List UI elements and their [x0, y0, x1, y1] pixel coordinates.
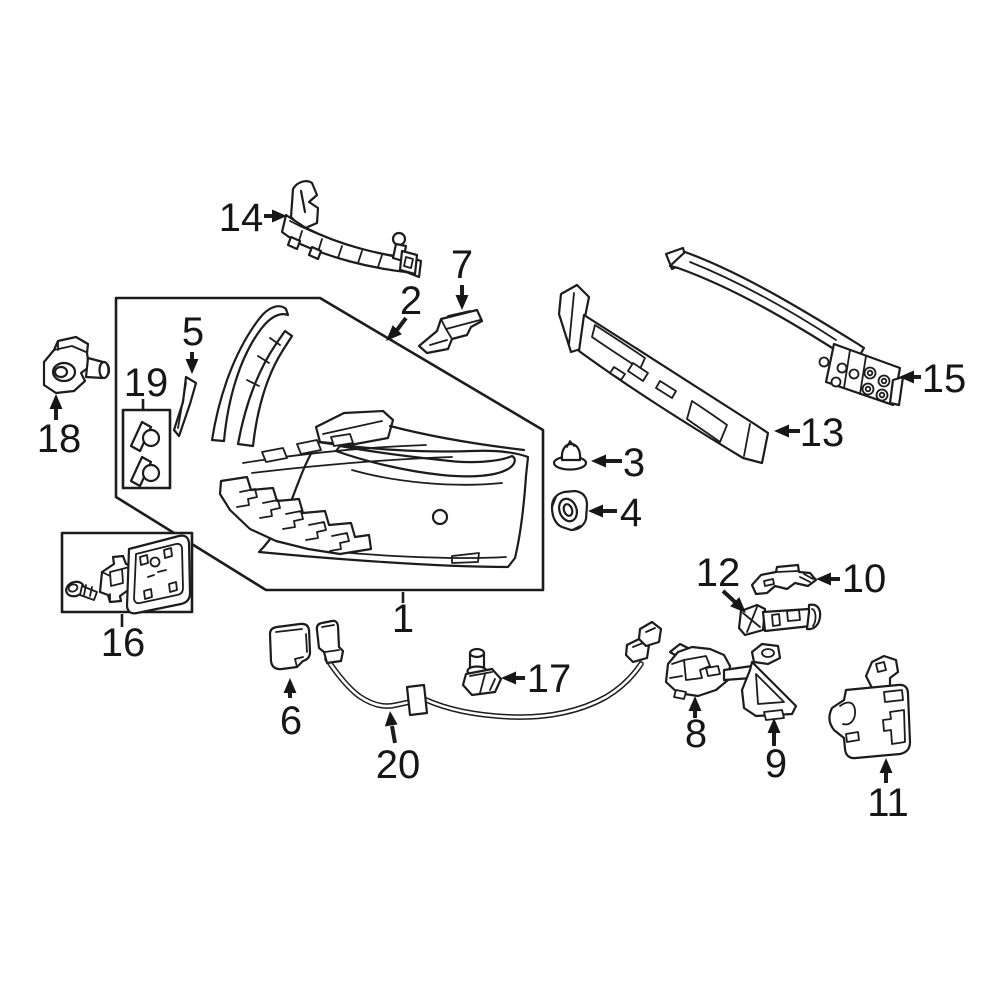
callout-1: 1 [392, 592, 414, 641]
callout-3: 3 [591, 441, 645, 485]
callout-5: 5 [182, 310, 204, 374]
svg-text:1: 1 [392, 597, 414, 641]
part-drawing-side-bracket [417, 308, 484, 355]
part-drawing-retainer-clip [552, 440, 588, 471]
part-drawing-front-bumper-cover [210, 305, 530, 569]
svg-text:10: 10 [842, 557, 887, 601]
svg-text:11: 11 [867, 781, 909, 825]
svg-text:9: 9 [765, 742, 787, 786]
svg-text:19: 19 [124, 361, 169, 405]
callout-14: 14 [219, 196, 287, 240]
svg-text:2: 2 [400, 279, 422, 323]
part-drawing-grommet [550, 489, 589, 532]
part-drawing-clip-set [121, 408, 172, 490]
part-drawing-license-plate-bracket-kit [60, 531, 194, 615]
part-drawing-energy-absorber [557, 283, 770, 465]
diagram-artwork [42, 180, 912, 760]
svg-text:18: 18 [37, 417, 82, 461]
part-drawing-side-seal [172, 375, 198, 438]
part-drawing-parking-sensor [461, 647, 503, 697]
callout-4: 4 [588, 491, 642, 535]
callout-18: 18 [37, 394, 82, 461]
svg-text:7: 7 [451, 243, 473, 287]
callout-17: 17 [501, 657, 571, 701]
svg-text:20: 20 [376, 743, 421, 787]
svg-text:16: 16 [101, 621, 146, 665]
callout-15: 15 [899, 357, 966, 401]
svg-text:8: 8 [685, 712, 707, 756]
callout-19: 19 [124, 361, 169, 409]
part-drawing-lower-side-bracket [737, 603, 822, 637]
callout-11: 11 [867, 758, 909, 825]
part-drawing-air-deflector [280, 180, 423, 279]
svg-text:12: 12 [696, 551, 741, 595]
part-drawing-fog-lamp-bracket [722, 642, 798, 721]
callout-layer: 1 2 3 4 5 6 7 [37, 196, 967, 825]
part-drawing-fog-lamp-housing [828, 654, 912, 760]
svg-text:6: 6 [280, 699, 302, 743]
callout-6: 6 [280, 678, 302, 743]
part-drawing-sensor-retainer [42, 335, 111, 395]
svg-text:3: 3 [623, 441, 645, 485]
svg-text:4: 4 [620, 491, 642, 535]
callout-9: 9 [765, 718, 787, 786]
callout-7: 7 [451, 243, 473, 310]
part-drawing-tow-hook-cover [268, 622, 312, 671]
callout-20: 20 [376, 711, 421, 787]
svg-text:13: 13 [800, 411, 845, 455]
callout-8: 8 [685, 696, 707, 756]
part-drawing-fog-lamp-unit [664, 642, 732, 700]
callout-16: 16 [101, 614, 146, 665]
callout-12: 12 [696, 551, 746, 613]
svg-text:15: 15 [922, 357, 967, 401]
callout-13: 13 [774, 411, 844, 455]
svg-text:5: 5 [182, 310, 204, 354]
svg-text:17: 17 [527, 657, 572, 701]
callout-10: 10 [816, 557, 886, 601]
part-drawing-wiring-harness [315, 619, 663, 720]
part-drawing-upper-side-bracket [750, 563, 818, 596]
svg-text:14: 14 [219, 196, 264, 240]
part-drawing-bumper-reinforcement [664, 246, 905, 407]
callout-2: 2 [386, 279, 422, 341]
